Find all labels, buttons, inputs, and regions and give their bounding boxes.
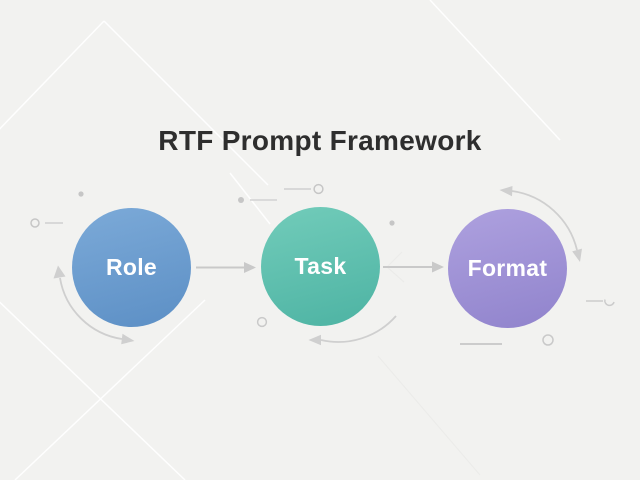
decor-dot [389,220,395,226]
arrowhead-right-icon [244,262,256,273]
bg-diagonal-line [429,0,561,141]
bg-diagonal-line [229,172,271,225]
arrowhead-right-icon [432,261,444,273]
connector-task-format [383,261,444,273]
node-role: Role [72,208,191,327]
decor-dot-line-top [238,197,277,203]
connector-role-task [196,262,256,273]
bg-diagonal-line [378,356,480,475]
decor-line-circle-top [284,183,324,195]
node-format: Format [448,209,567,328]
bg-diagonal-line [14,299,206,480]
arrowhead-right-icon [121,333,135,345]
arrowhead-down-icon [572,248,582,262]
bg-diagonal-line [103,20,269,186]
node-role-label: Role [105,254,158,280]
arrowhead-left-icon [499,186,513,197]
node-task: Task [261,207,380,326]
arrowhead-up-icon [53,265,66,279]
decor-dot [78,191,84,197]
bg-zigzag-line [387,252,404,282]
node-format-label: Format [467,255,548,281]
decor-circle-line-left [30,218,63,228]
node-task-label: Task [294,253,347,279]
diagram-title: RTF Prompt Framework [158,125,482,156]
decor-line-squiggle-right [586,299,615,307]
arrowhead-left-icon [308,334,321,346]
decor-outline-circle [256,316,268,328]
decor-outline-circle [542,334,554,346]
